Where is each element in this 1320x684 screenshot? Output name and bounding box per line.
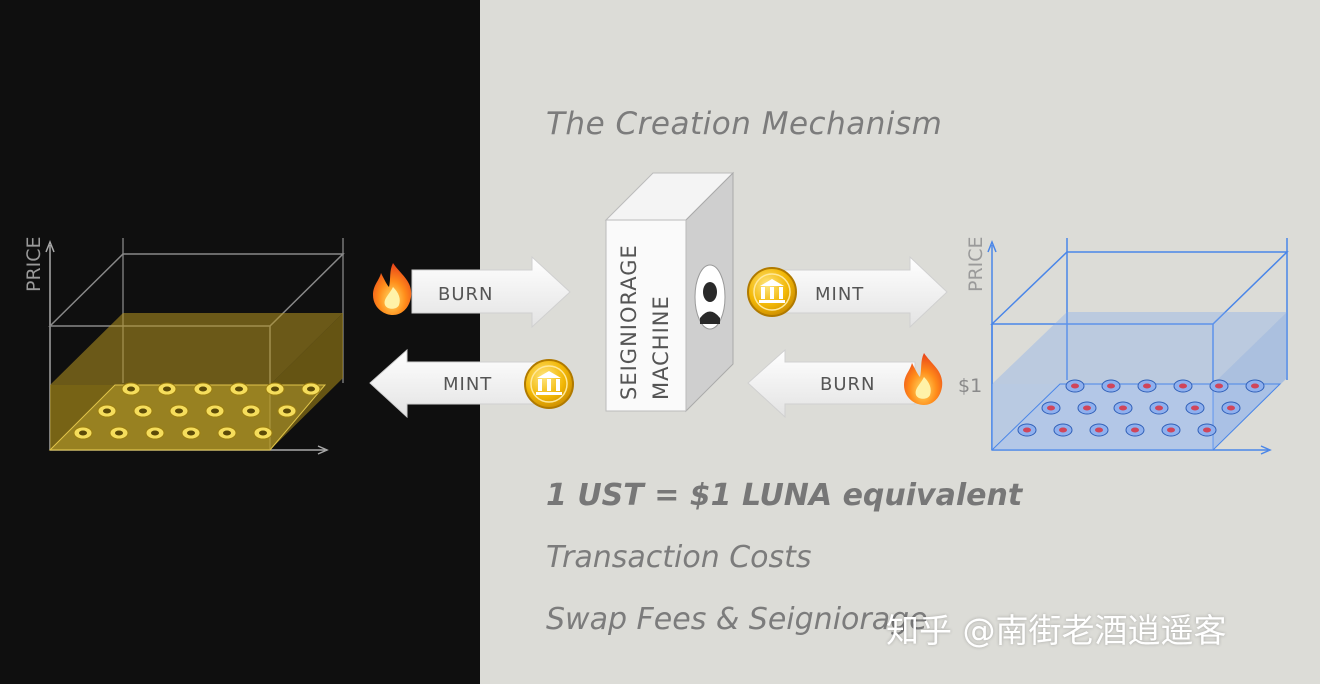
- coin-center: [1071, 383, 1079, 389]
- right-price-label: PRICE: [965, 236, 987, 292]
- watermark: 知乎 @南街老酒逍遥客: [886, 611, 1227, 650]
- coin-center: [1251, 383, 1259, 389]
- coin-center: [259, 430, 267, 436]
- coin-center: [1179, 383, 1187, 389]
- bank-coin-icon: [747, 267, 797, 317]
- coin-center: [163, 386, 171, 392]
- portrait-icon: [694, 264, 726, 330]
- coin-center: [1095, 427, 1103, 433]
- fire-icon: [904, 353, 943, 405]
- page-title: The Creation Mechanism: [546, 106, 943, 142]
- coin-center: [1215, 383, 1223, 389]
- coin-center: [151, 430, 159, 436]
- coin-center: [1047, 405, 1055, 411]
- coin-center: [1131, 427, 1139, 433]
- equation-text: 1 UST = $1 LUNA equivalent: [546, 478, 1023, 513]
- blue-coin-grid: [1017, 379, 1265, 437]
- left-price-label: PRICE: [23, 236, 45, 292]
- coin-center: [115, 430, 123, 436]
- coin-center: [1083, 405, 1091, 411]
- coin-center: [307, 386, 315, 392]
- arrow-label-burn: BURN: [820, 374, 876, 395]
- coin-center: [1227, 405, 1235, 411]
- coin-center: [1203, 427, 1211, 433]
- arrow-mint-left-bottom: MINT: [369, 348, 538, 419]
- peg-label: $1: [958, 375, 982, 397]
- arrow-burn-left-top: BURN: [411, 255, 571, 329]
- coin-center: [1023, 427, 1031, 433]
- fire-icon: [373, 263, 412, 315]
- coin-center: [175, 408, 183, 414]
- bank-coin-icon: [524, 359, 574, 409]
- arrow-label-mint: MINT: [443, 374, 492, 395]
- coin-center: [271, 386, 279, 392]
- coin-center: [1191, 405, 1199, 411]
- left-price-box: PRICE: [23, 236, 345, 455]
- coin-center: [1107, 383, 1115, 389]
- machine-label-1: SEIGNIORAGE: [617, 244, 641, 400]
- coin-center: [1155, 405, 1163, 411]
- coin-center: [1167, 427, 1175, 433]
- coin-center: [199, 386, 207, 392]
- arrow-burn-right-bottom: BURN: [747, 348, 916, 419]
- arrow-label-mint: MINT: [815, 284, 864, 305]
- gold-coin-grid: [73, 382, 321, 440]
- transaction-costs-text: Transaction Costs: [546, 540, 812, 575]
- coin-center: [127, 386, 135, 392]
- coin-center: [139, 408, 147, 414]
- coin-center: [223, 430, 231, 436]
- coin-center: [1119, 405, 1127, 411]
- coin-center: [1059, 427, 1067, 433]
- coin-center: [283, 408, 291, 414]
- coin-center: [211, 408, 219, 414]
- coin-center: [247, 408, 255, 414]
- swap-fees-text: Swap Fees & Seigniorage: [546, 602, 928, 637]
- seigniorage-machine: SEIGNIORAGE MACHINE: [604, 171, 735, 413]
- right-price-box: PRICE $1: [958, 236, 1289, 455]
- coin-center: [235, 386, 243, 392]
- coin-center: [187, 430, 195, 436]
- coin-center: [103, 408, 111, 414]
- arrow-label-burn: BURN: [438, 284, 494, 305]
- arrow-mint-right-top: MINT: [779, 255, 948, 329]
- machine-label-2: MACHINE: [649, 295, 673, 400]
- coin-center: [1143, 383, 1151, 389]
- coin-center: [79, 430, 87, 436]
